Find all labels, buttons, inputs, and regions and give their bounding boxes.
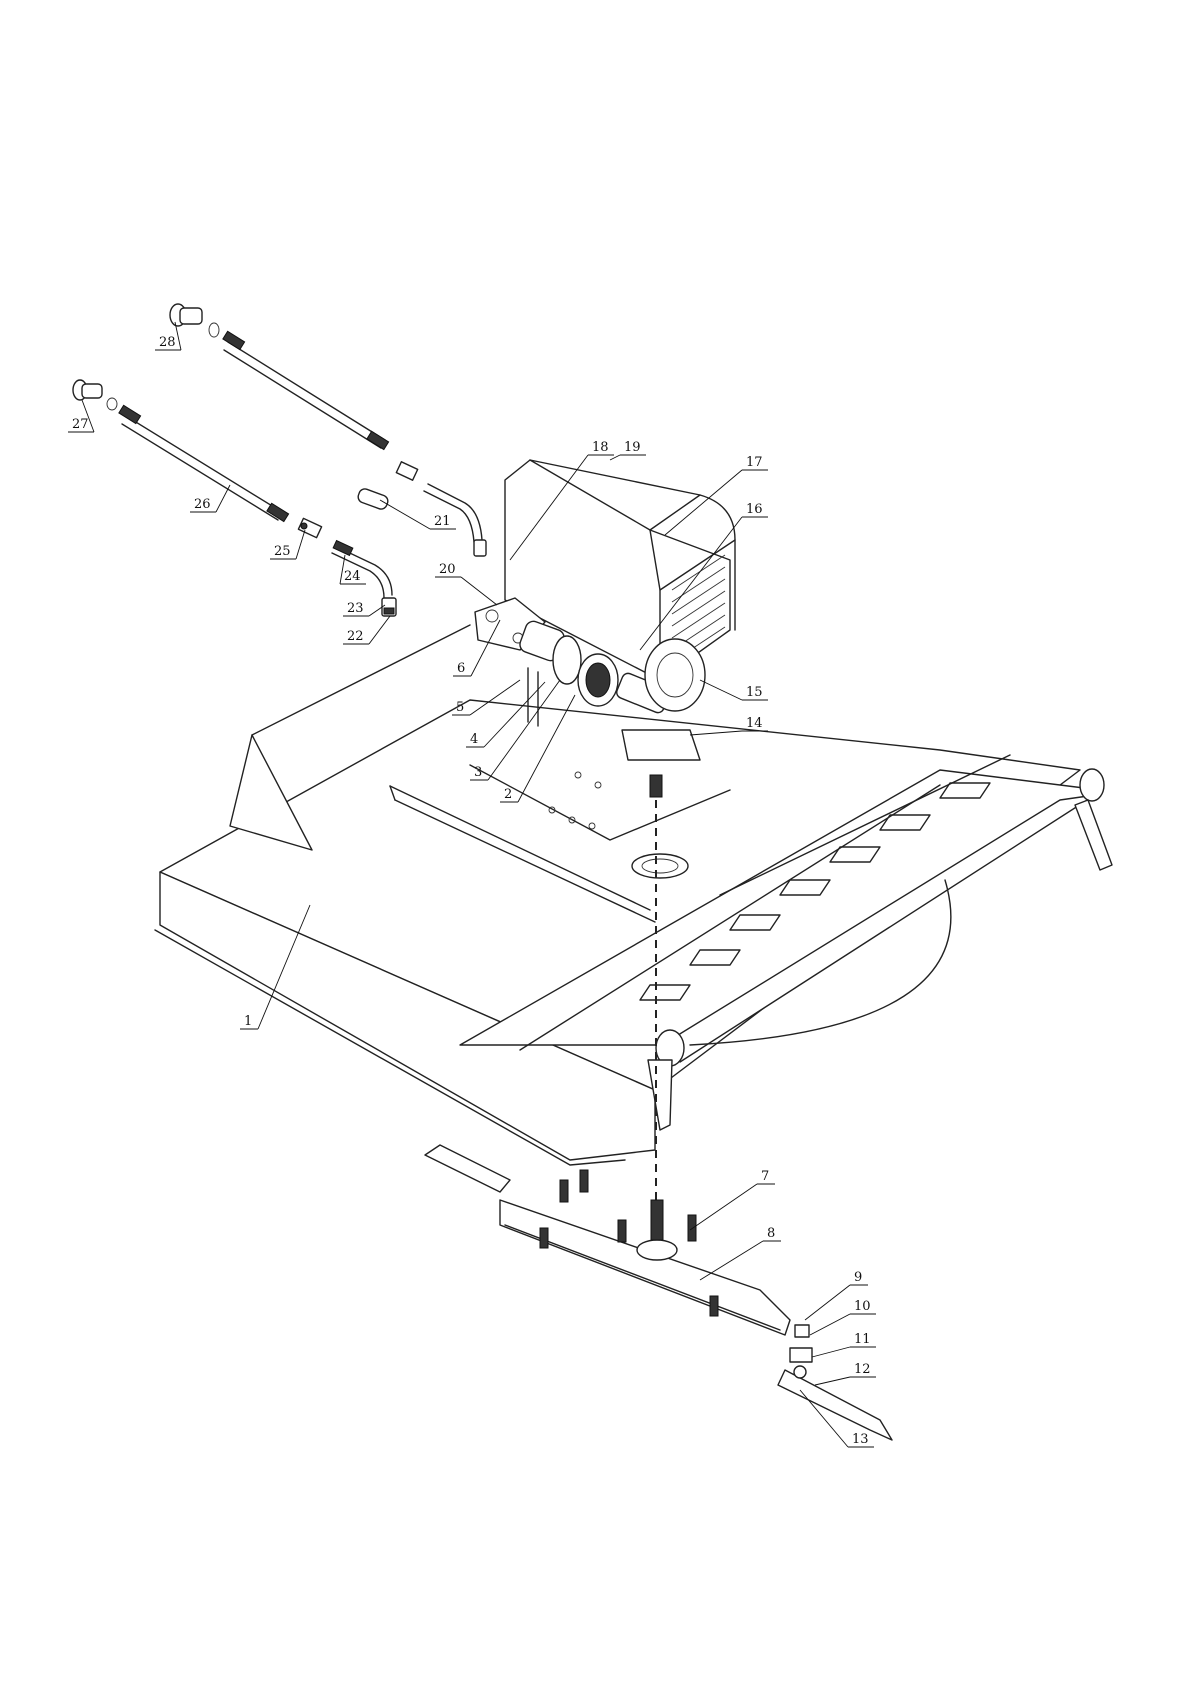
callout-leader-19: [610, 455, 620, 460]
callout-label-7: 7: [761, 1169, 769, 1184]
callout-label-13: 13: [852, 1432, 869, 1447]
callout-label-6: 6: [457, 661, 465, 676]
callout-label-1: 1: [244, 1014, 252, 1029]
hydraulic-hose-upper: [223, 331, 389, 449]
fitting-25: [298, 518, 321, 537]
callout-leader-10: [810, 1314, 850, 1335]
callout-leader-26: [216, 485, 230, 512]
callout-10: 10: [810, 1299, 876, 1335]
callout-7: 7: [690, 1169, 775, 1230]
flange-plate: [553, 636, 581, 684]
callout-label-22: 22: [347, 629, 364, 644]
callout-label-16: 16: [746, 502, 763, 517]
callout-leader-9: [805, 1285, 850, 1320]
callout-label-11: 11: [854, 1332, 871, 1347]
callout-label-18: 18: [592, 440, 609, 455]
callout-label-21: 21: [434, 514, 451, 529]
callout-leader-15: [700, 680, 742, 700]
quick-coupler-lower: [73, 380, 117, 410]
fitting-22-23: [382, 598, 396, 616]
callout-label-5: 5: [456, 700, 464, 715]
callout-label-12: 12: [854, 1362, 871, 1377]
callout-label-27: 27: [72, 417, 89, 432]
callout-label-8: 8: [767, 1226, 775, 1241]
callout-label-3: 3: [474, 765, 482, 780]
callout-12: 12: [815, 1362, 876, 1385]
callout-label-10: 10: [854, 1299, 871, 1314]
callout-leader-25: [296, 530, 305, 559]
callout-26: 26: [190, 485, 230, 512]
callout-20: 20: [435, 562, 497, 605]
callout-8: 8: [700, 1226, 781, 1280]
blade-carrier: [425, 1145, 892, 1440]
callout-27: 27: [68, 400, 94, 432]
mower-deck: [155, 625, 1080, 1165]
callout-label-25: 25: [274, 544, 291, 559]
callout-label-14: 14: [746, 716, 763, 731]
callout-leader-20: [461, 577, 497, 605]
callout-25: 25: [270, 530, 305, 559]
callout-leader-21: [380, 500, 430, 529]
callout-19: 19: [610, 440, 646, 460]
callout-label-17: 17: [746, 455, 763, 470]
callout-leader-7: [690, 1184, 757, 1230]
callout-label-23: 23: [347, 601, 364, 616]
short-hose-24: [332, 541, 392, 598]
coupler-sprocket: [578, 654, 618, 706]
callout-leader-17: [665, 470, 742, 535]
callout-label-2: 2: [504, 787, 512, 802]
callout-label-26: 26: [194, 497, 211, 512]
callout-label-4: 4: [470, 732, 478, 747]
callout-label-15: 15: [746, 685, 763, 700]
callout-leader-8: [700, 1241, 763, 1280]
callout-22: 22: [343, 616, 390, 644]
callout-11: 11: [812, 1332, 876, 1357]
callout-21: 21: [380, 500, 456, 529]
callout-label-28: 28: [159, 335, 176, 350]
callout-leader-12: [815, 1377, 850, 1385]
callout-label-19: 19: [624, 440, 641, 455]
callout-label-9: 9: [854, 1270, 862, 1285]
callout-label-20: 20: [439, 562, 456, 577]
callout-leader-22: [369, 616, 390, 644]
callout-23: 23: [343, 601, 385, 616]
callout-label-24: 24: [344, 569, 361, 584]
callout-leader-11: [812, 1347, 850, 1357]
callout-17: 17: [665, 455, 768, 535]
callout-15: 15: [700, 680, 768, 700]
elbow-fitting-21: [357, 462, 418, 511]
